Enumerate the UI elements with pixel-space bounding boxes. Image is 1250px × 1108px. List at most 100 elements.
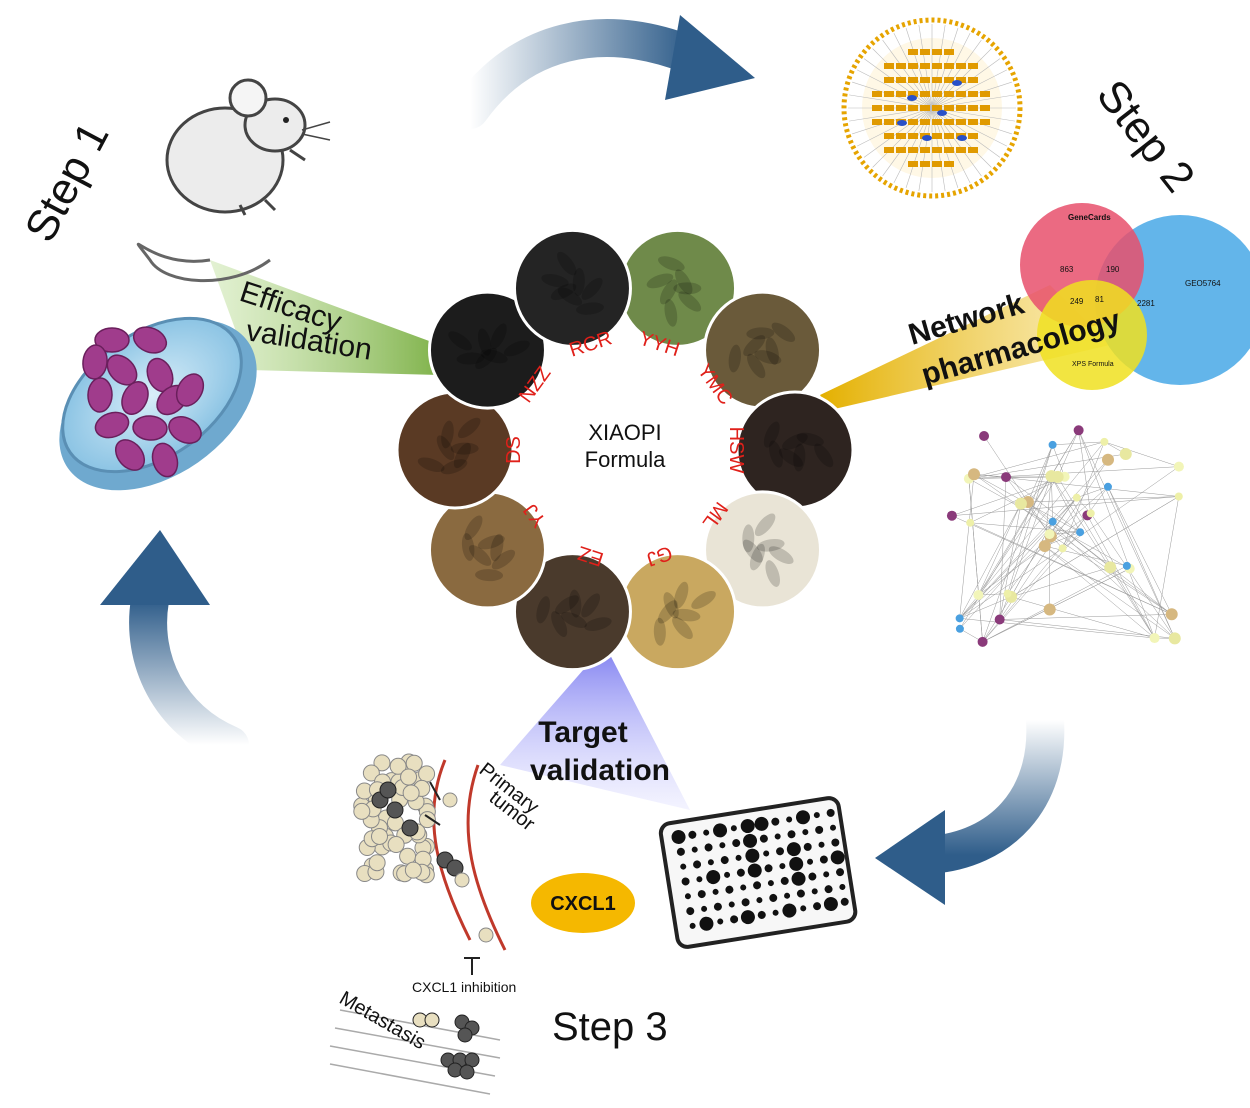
- blot-spot: [795, 810, 810, 825]
- network-node: [973, 590, 984, 601]
- tumor-cell: [373, 754, 391, 772]
- tumor-cell-dark: [401, 819, 419, 837]
- network-node: [944, 119, 954, 125]
- cell: [82, 344, 108, 380]
- network-node: [955, 624, 964, 633]
- herb-photo-nzz: [427, 290, 547, 410]
- network-node: [956, 147, 966, 153]
- blot-spot: [756, 897, 763, 904]
- network-node: [1104, 561, 1117, 574]
- tumor-cell: [389, 757, 407, 775]
- blot-spot: [789, 856, 804, 871]
- blot-spot: [676, 847, 685, 856]
- herb-photo-ds: [395, 390, 515, 510]
- network-node: [956, 119, 966, 125]
- blot-spot: [813, 902, 822, 911]
- blot-spot: [741, 898, 750, 907]
- network-node: [968, 119, 978, 125]
- cell: [94, 411, 130, 439]
- network-node: [946, 510, 957, 521]
- network-node: [908, 49, 918, 55]
- network-node: [994, 614, 1005, 625]
- tumor-cell: [353, 802, 371, 820]
- blot-spot: [776, 847, 785, 856]
- herb-photo-rcr: [512, 228, 632, 348]
- network-node: [896, 105, 906, 111]
- circulating-cell: [454, 872, 470, 888]
- network-node: [944, 133, 954, 139]
- network-node: [884, 133, 894, 139]
- network-node: [1101, 453, 1114, 466]
- network-node: [908, 105, 918, 111]
- herb-photo-ez: [512, 552, 632, 672]
- network-node: [968, 133, 978, 139]
- network-node: [956, 105, 966, 111]
- network-node: [968, 91, 978, 97]
- step2-label: Step 2: [1087, 71, 1204, 201]
- network-node: [884, 63, 894, 69]
- blot-spot: [786, 816, 793, 823]
- network-node: [1048, 517, 1057, 526]
- network-node: [1103, 482, 1112, 491]
- network-node: [977, 636, 988, 647]
- blot-spot: [720, 856, 729, 865]
- network-node: [884, 91, 894, 97]
- blot-spot: [697, 890, 706, 899]
- network-node: [908, 161, 918, 167]
- venn-diagram: GeneCards GEO5764 XPS Formula 863 190 24…: [1020, 203, 1250, 390]
- network-node: [872, 105, 882, 111]
- cxcl1-label: CXCL1: [550, 893, 616, 915]
- blot-spot: [693, 860, 702, 869]
- network-node: [944, 147, 954, 153]
- tumor-cell: [418, 765, 436, 783]
- blot-spot: [815, 825, 824, 834]
- venn-n-ab: 190: [1106, 265, 1120, 274]
- blot-spot: [769, 893, 778, 902]
- cell: [94, 327, 130, 353]
- network-node: [944, 49, 954, 55]
- network-node: [920, 105, 930, 111]
- blot-spot: [791, 871, 806, 886]
- network-node: [1048, 440, 1057, 449]
- network-node: [1058, 544, 1067, 553]
- herb-photo-gj: [618, 552, 738, 672]
- tumor-cell: [362, 764, 380, 782]
- venn-set-a: GeneCards: [1068, 213, 1111, 222]
- network-node: [932, 119, 942, 125]
- blot-spot: [713, 823, 728, 838]
- blot-spot: [786, 842, 801, 857]
- network-node: [1003, 589, 1012, 598]
- blot-spot: [780, 876, 789, 885]
- blot-spot: [829, 824, 836, 831]
- mouse-illustration: [136, 78, 331, 283]
- network-node: [980, 91, 990, 97]
- metastatic-cell: [457, 1027, 473, 1043]
- step3-label: Step 3: [552, 1005, 668, 1049]
- blot-spot: [703, 829, 710, 836]
- herb-photo-yyh: [618, 228, 738, 348]
- blot-spot: [732, 839, 741, 848]
- venn-n-abc: 81: [1095, 295, 1104, 304]
- blot-spot: [704, 843, 713, 852]
- blot-spot: [701, 905, 708, 912]
- blot-spot: [671, 829, 686, 844]
- cell: [168, 416, 202, 444]
- network-node: [968, 468, 981, 481]
- hub-node: [897, 120, 907, 126]
- network-node: [956, 63, 966, 69]
- network-node: [932, 91, 942, 97]
- network-node: [1122, 561, 1131, 570]
- blot-spot: [754, 816, 769, 831]
- circulating-cell: [478, 927, 494, 943]
- blot-spot: [800, 905, 807, 912]
- blot-spot: [706, 870, 721, 885]
- venn-n-a-only: 863: [1060, 265, 1074, 274]
- blot-spot: [767, 880, 774, 887]
- network-node: [1149, 633, 1160, 644]
- cell: [175, 373, 205, 407]
- network-node: [1173, 461, 1184, 472]
- network-node: [932, 105, 942, 111]
- blot-spot: [813, 812, 820, 819]
- network-node: [1044, 529, 1055, 540]
- network-node: [908, 133, 918, 139]
